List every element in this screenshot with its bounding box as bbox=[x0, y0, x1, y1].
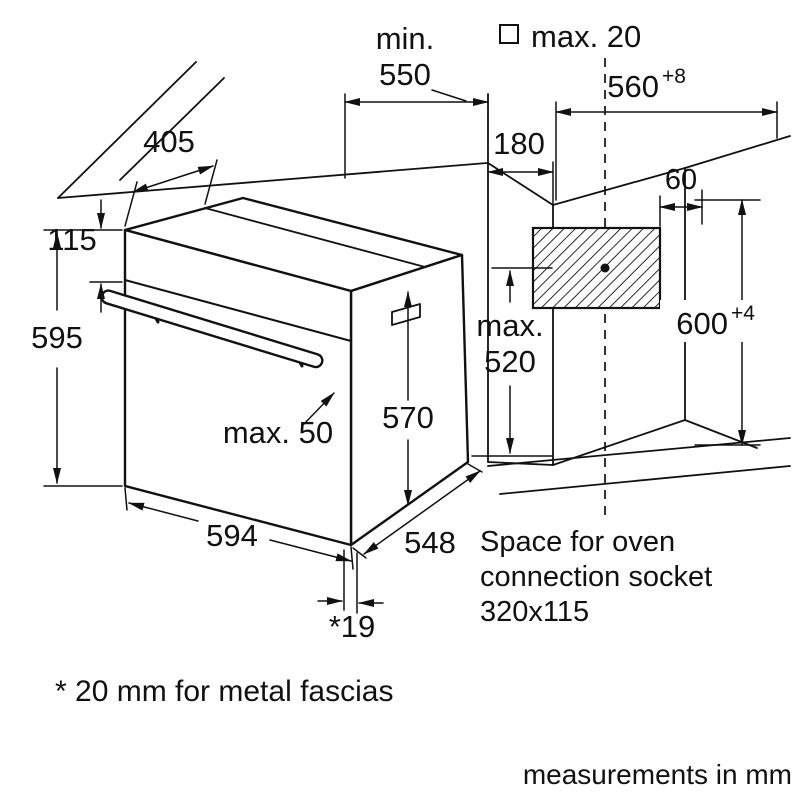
dim-600 bbox=[660, 199, 761, 446]
dim-548-label: 548 bbox=[404, 525, 456, 560]
niche-top-edge bbox=[552, 167, 686, 206]
leader-arrow bbox=[301, 392, 335, 427]
dim-line bbox=[128, 502, 199, 522]
dim-570-label: 570 bbox=[382, 400, 434, 435]
units-note: measurements in mm bbox=[523, 759, 792, 790]
worktop-left-edge-line bbox=[57, 61, 197, 199]
dim-19 bbox=[317, 549, 384, 614]
oven-drawing bbox=[100, 196, 470, 547]
worktop-left-inner-line bbox=[119, 77, 225, 181]
dim-115 bbox=[43, 199, 123, 313]
dim-180 bbox=[487, 161, 554, 206]
label-backdrop bbox=[660, 300, 758, 342]
ext-line bbox=[124, 181, 138, 227]
dim-max520-value-label: 520 bbox=[484, 344, 536, 379]
dim-60 bbox=[659, 189, 703, 227]
dim-595 bbox=[43, 232, 123, 487]
worktop-right-edge-line bbox=[684, 135, 791, 169]
dim-560-label: 560 bbox=[607, 69, 659, 104]
dim-600-tolerance-label: +4 bbox=[731, 302, 755, 325]
cabinet-base-lower-line bbox=[499, 465, 791, 495]
dim-max520-prefix-label: max. bbox=[476, 308, 543, 343]
dim-19-label: *19 bbox=[329, 609, 376, 644]
control-panel-top-back-line bbox=[204, 207, 426, 268]
dim-560-tolerance-label: +8 bbox=[662, 65, 686, 88]
ext-line bbox=[124, 487, 128, 511]
dim-560 bbox=[555, 101, 778, 201]
control-panel-divider-line bbox=[124, 279, 352, 342]
ext-line bbox=[352, 547, 367, 559]
dim-line bbox=[269, 539, 352, 562]
dim-405-label: 405 bbox=[143, 124, 195, 159]
dim-max20-label: max. 20 bbox=[531, 19, 641, 54]
dim-60-label: 60 bbox=[665, 164, 697, 196]
dim-595-label: 595 bbox=[31, 320, 83, 355]
dim-min-550 bbox=[344, 89, 489, 179]
leader-line bbox=[431, 89, 467, 102]
dimension-lines bbox=[43, 24, 778, 614]
dim-548 bbox=[352, 463, 483, 559]
dim-600-label: 600 bbox=[676, 306, 728, 341]
socket-note-line3: 320x115 bbox=[480, 596, 589, 628]
note-labels: Space for oven connection socket 320x115… bbox=[55, 526, 792, 790]
dim-max-520 bbox=[471, 267, 553, 457]
dim-max50-label: max. 50 bbox=[223, 415, 333, 450]
worktop-front-edge-line bbox=[57, 162, 488, 199]
dim-594-label: 594 bbox=[206, 518, 258, 553]
dim-594 bbox=[124, 487, 354, 570]
socket-center-dot bbox=[600, 263, 610, 273]
socket-area-group bbox=[531, 58, 662, 518]
dim-line bbox=[363, 470, 481, 555]
dim-max-50 bbox=[301, 392, 335, 427]
socket-note-line2: connection socket bbox=[480, 561, 712, 593]
dim-180-label: 180 bbox=[493, 126, 545, 161]
oven-front-face bbox=[123, 228, 353, 547]
worktop-to-niche-connector-line bbox=[487, 162, 554, 206]
ext-line bbox=[350, 546, 354, 570]
dim-min550-prefix-label: min. bbox=[376, 21, 435, 56]
dim-line bbox=[132, 165, 214, 193]
dim-min550-value-label: 550 bbox=[379, 57, 431, 92]
socket-note-line1: Space for oven bbox=[480, 526, 675, 558]
cabinet-base-upper-line bbox=[487, 437, 791, 467]
fascia-footnote: * 20 mm for metal fascias bbox=[55, 675, 393, 708]
dim-405 bbox=[124, 159, 218, 227]
protrusion-square-icon bbox=[499, 24, 519, 44]
dim-115-label: 115 bbox=[47, 222, 96, 257]
dimension-labels: min. 550 max. 20 560 +8 405 180 60 115 5… bbox=[31, 19, 755, 644]
